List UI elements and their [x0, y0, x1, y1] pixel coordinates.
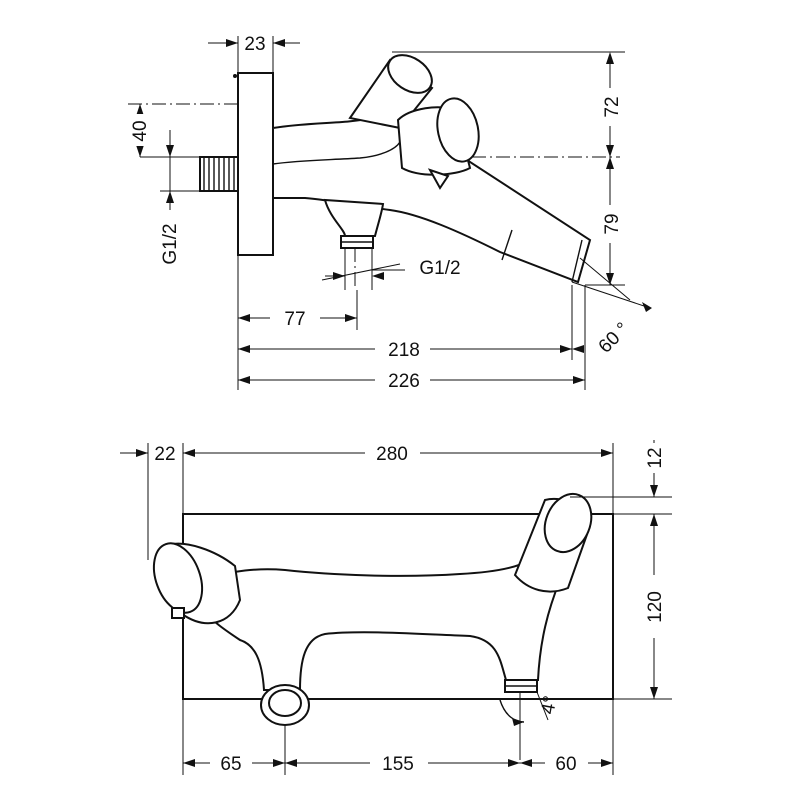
dim-155: 155: [382, 754, 414, 775]
dim-angle-4: 4°: [538, 694, 562, 716]
dim-120: 120: [645, 591, 666, 623]
spout-outlet: [260, 684, 310, 726]
dim-79: 79: [602, 213, 623, 234]
threaded-connector-left: [199, 156, 239, 192]
outlet-bottom: [323, 198, 385, 249]
wall-flange: [237, 72, 274, 256]
dim-angle-60: 60 °: [595, 319, 634, 358]
mixer-body-front: [204, 558, 562, 691]
flange-mark: [233, 74, 237, 78]
dim-72: 72: [602, 96, 623, 117]
dim-40: 40: [130, 120, 151, 141]
dim-12: 12: [645, 447, 666, 468]
dim-22: 22: [154, 444, 175, 465]
connector-right: [504, 679, 538, 693]
handle-right-front: [513, 492, 593, 593]
dim-226: 226: [388, 371, 420, 392]
dim-g12-bottom: G1/2: [419, 258, 460, 279]
dim-65: 65: [220, 754, 241, 775]
handle-front: [396, 97, 480, 190]
dim-g12-left: G1/2: [160, 223, 181, 264]
dim-23: 23: [244, 34, 265, 55]
spout-tip: [571, 239, 583, 283]
dim-218: 218: [388, 340, 420, 361]
dim-77: 77: [284, 309, 305, 330]
dim-60: 60: [555, 754, 576, 775]
body-contour: [272, 141, 401, 165]
angle-ref-line: [571, 281, 651, 309]
spout-edge: [501, 229, 513, 261]
front-view: 4° 22 280 12 120: [120, 440, 672, 775]
angle-ref-line-2: [579, 257, 631, 301]
top-view: 23 72 79 40 G1/2 G1/2: [128, 34, 652, 392]
handle-left-front: [152, 542, 242, 625]
dim-280: 280: [376, 444, 408, 465]
